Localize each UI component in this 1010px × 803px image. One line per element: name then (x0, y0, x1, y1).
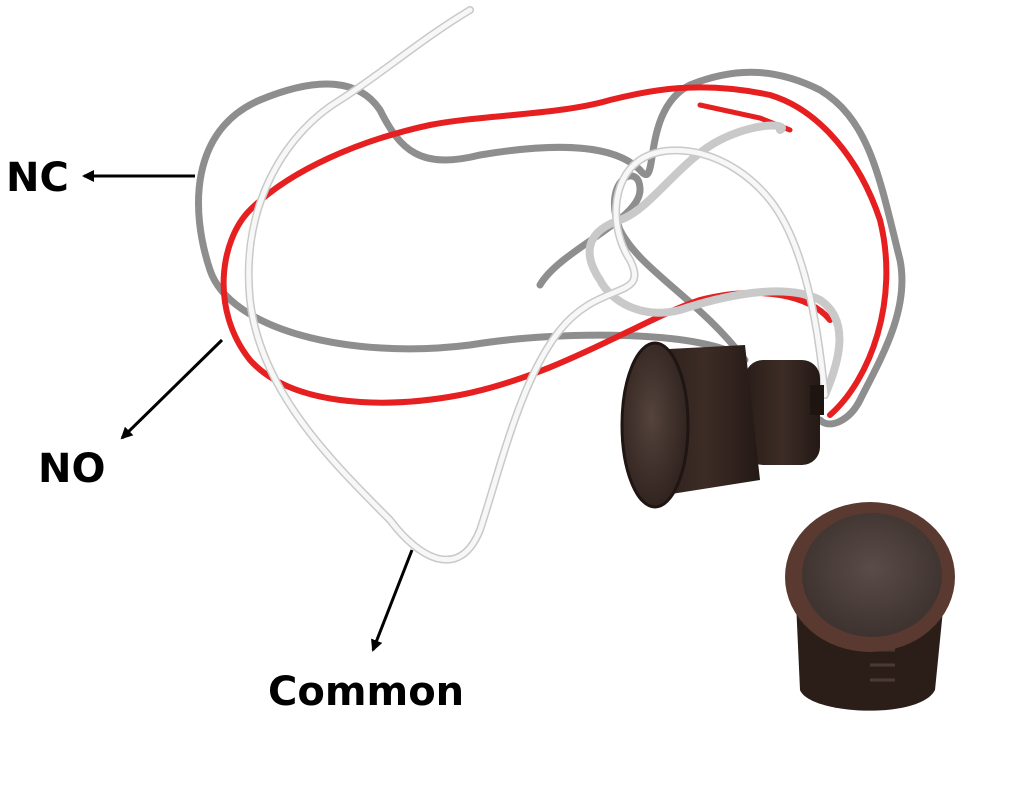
common-label: Common (268, 669, 465, 715)
nc-label: NC (6, 155, 69, 201)
magnet-unit-icon (785, 502, 955, 711)
reed-switch-sensor-icon (620, 341, 824, 509)
white-wire (244, 6, 844, 564)
no-label: NO (38, 446, 106, 492)
no-arrow-icon (120, 338, 224, 440)
common-arrow-icon (371, 549, 414, 652)
annotation-arrows (82, 170, 414, 652)
